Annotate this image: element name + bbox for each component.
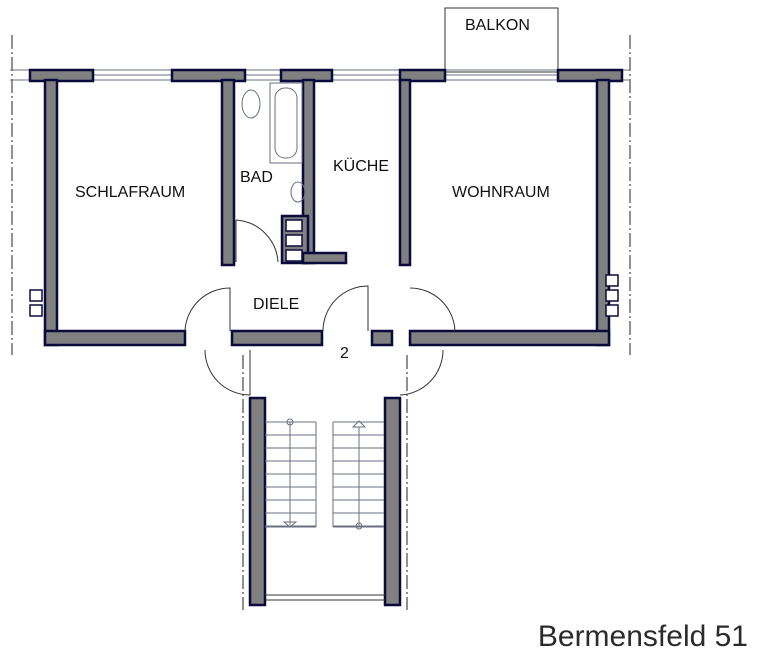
- bathtub-icon: [269, 82, 303, 164]
- room-label-wohnraum: WOHNRAUM: [452, 184, 550, 201]
- room-label-schlafraum: SCHLAFRAUM: [75, 184, 185, 201]
- address-title: Bermensfeld 51: [537, 620, 748, 653]
- room-label-kueche: KÜCHE: [333, 157, 389, 175]
- room-label-bad: BAD: [240, 169, 273, 186]
- ventilation-shafts: [29, 219, 619, 317]
- walls: [28, 68, 624, 607]
- axis-lines: [11, 35, 631, 610]
- bathroom-fixtures: [241, 82, 306, 203]
- staircase: [265, 418, 384, 530]
- sink-icon: [290, 181, 306, 203]
- room-label-diele: DIELE: [253, 296, 299, 313]
- room-label-balkon: BALKON: [465, 17, 530, 34]
- unit-number: 2: [340, 345, 349, 362]
- toilet-icon: [241, 89, 261, 119]
- doors: [184, 219, 456, 601]
- balcony-outline: [444, 7, 559, 73]
